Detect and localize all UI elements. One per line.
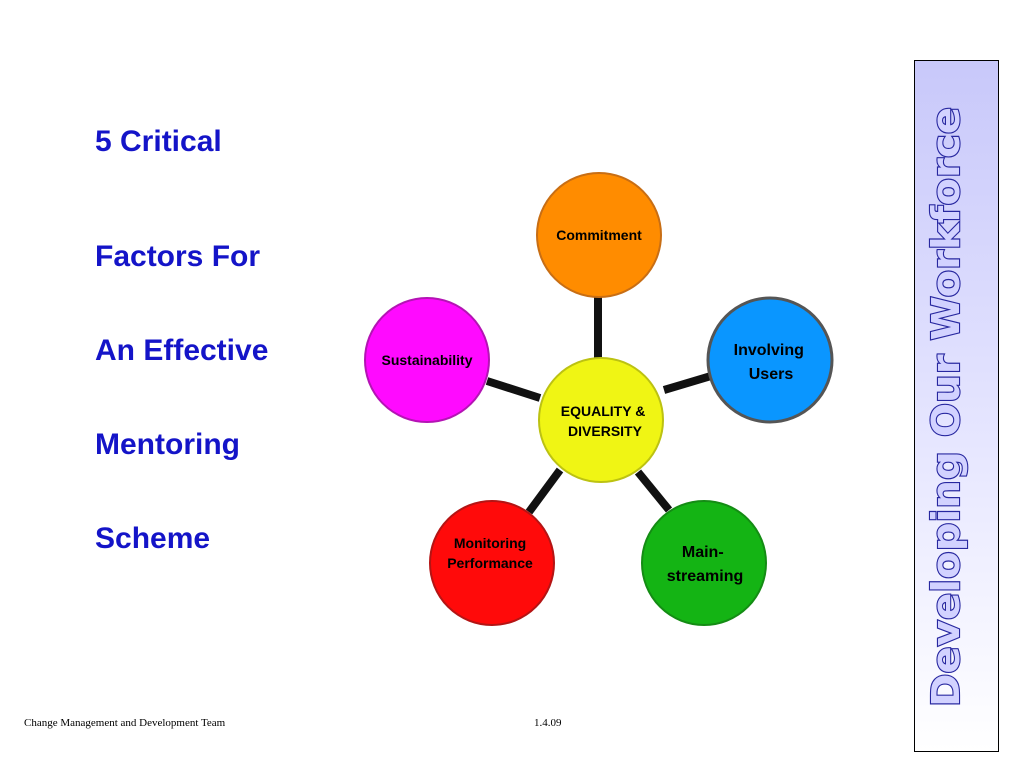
banner-text: Developing Our Workforce <box>924 107 968 707</box>
svg-text:Monitoring Performance: Monitoring Performance <box>447 535 533 571</box>
node-sustainability: Sustainability <box>364 297 490 423</box>
title-line-1: 5 Critical <box>95 125 222 158</box>
involving-users-circle <box>706 296 834 424</box>
node-monitoring-performance: Monitoring Performance <box>429 500 555 626</box>
node-mainstreaming: Main- streaming <box>641 500 767 626</box>
involving-users-label-line-2: Users <box>749 366 794 383</box>
connector-monitoring-performance <box>525 467 564 515</box>
commitment-circle <box>536 172 662 298</box>
involving-users-label-line-1: Involving <box>734 342 804 359</box>
connector-mainstreaming <box>634 469 673 513</box>
footer-date: 1.4.09 <box>534 717 562 729</box>
title-line-5: Scheme <box>95 522 211 555</box>
factors-diagram: EQUALITY & DIVERSITY Commitment Involvin… <box>364 172 834 626</box>
commitment-label: Commitment <box>556 227 642 243</box>
title-line-2: Factors For <box>95 240 261 273</box>
sustainability-label: Sustainability <box>381 352 472 368</box>
connector-sustainability <box>485 377 542 402</box>
connectors <box>485 296 713 515</box>
center-label-line-1: EQUALITY & <box>561 403 646 419</box>
title-line-4: Mentoring <box>95 428 240 461</box>
mainstreaming-label-line-2: streaming <box>667 568 743 585</box>
node-commitment: Commitment <box>536 172 662 298</box>
monitoring-performance-circle <box>429 500 555 626</box>
side-banner-graphic: Developing Our Workforce <box>923 106 969 708</box>
footer-left-text: Change Management and Development Team <box>24 717 226 729</box>
svg-text:Commitment: Commitment <box>556 227 642 243</box>
center-label-line-2: DIVERSITY <box>568 423 643 439</box>
side-banner: Developing Our Workforce <box>914 60 999 752</box>
title-line-3: An Effective <box>95 334 269 367</box>
node-involving-users: Involving Users <box>706 296 834 424</box>
mainstreaming-circle <box>641 500 767 626</box>
svg-text:Main- streaming: Main- streaming <box>667 544 743 585</box>
mainstreaming-label-line-1: Main- <box>682 544 724 561</box>
svg-text:Involving Users: Involving Users <box>734 342 809 383</box>
sustainability-circle <box>364 297 490 423</box>
svg-text:Sustainability: Sustainability <box>381 352 472 368</box>
svg-text:EQUALITY & DIVERSITY: EQUALITY & DIVERSITY <box>561 403 649 439</box>
connector-involving-users <box>662 372 713 394</box>
monitoring-performance-label-line-1: Monitoring <box>454 535 526 551</box>
monitoring-performance-label-line-2: Performance <box>447 555 533 571</box>
center-circle <box>538 357 664 483</box>
center-node: EQUALITY & DIVERSITY <box>538 357 664 483</box>
